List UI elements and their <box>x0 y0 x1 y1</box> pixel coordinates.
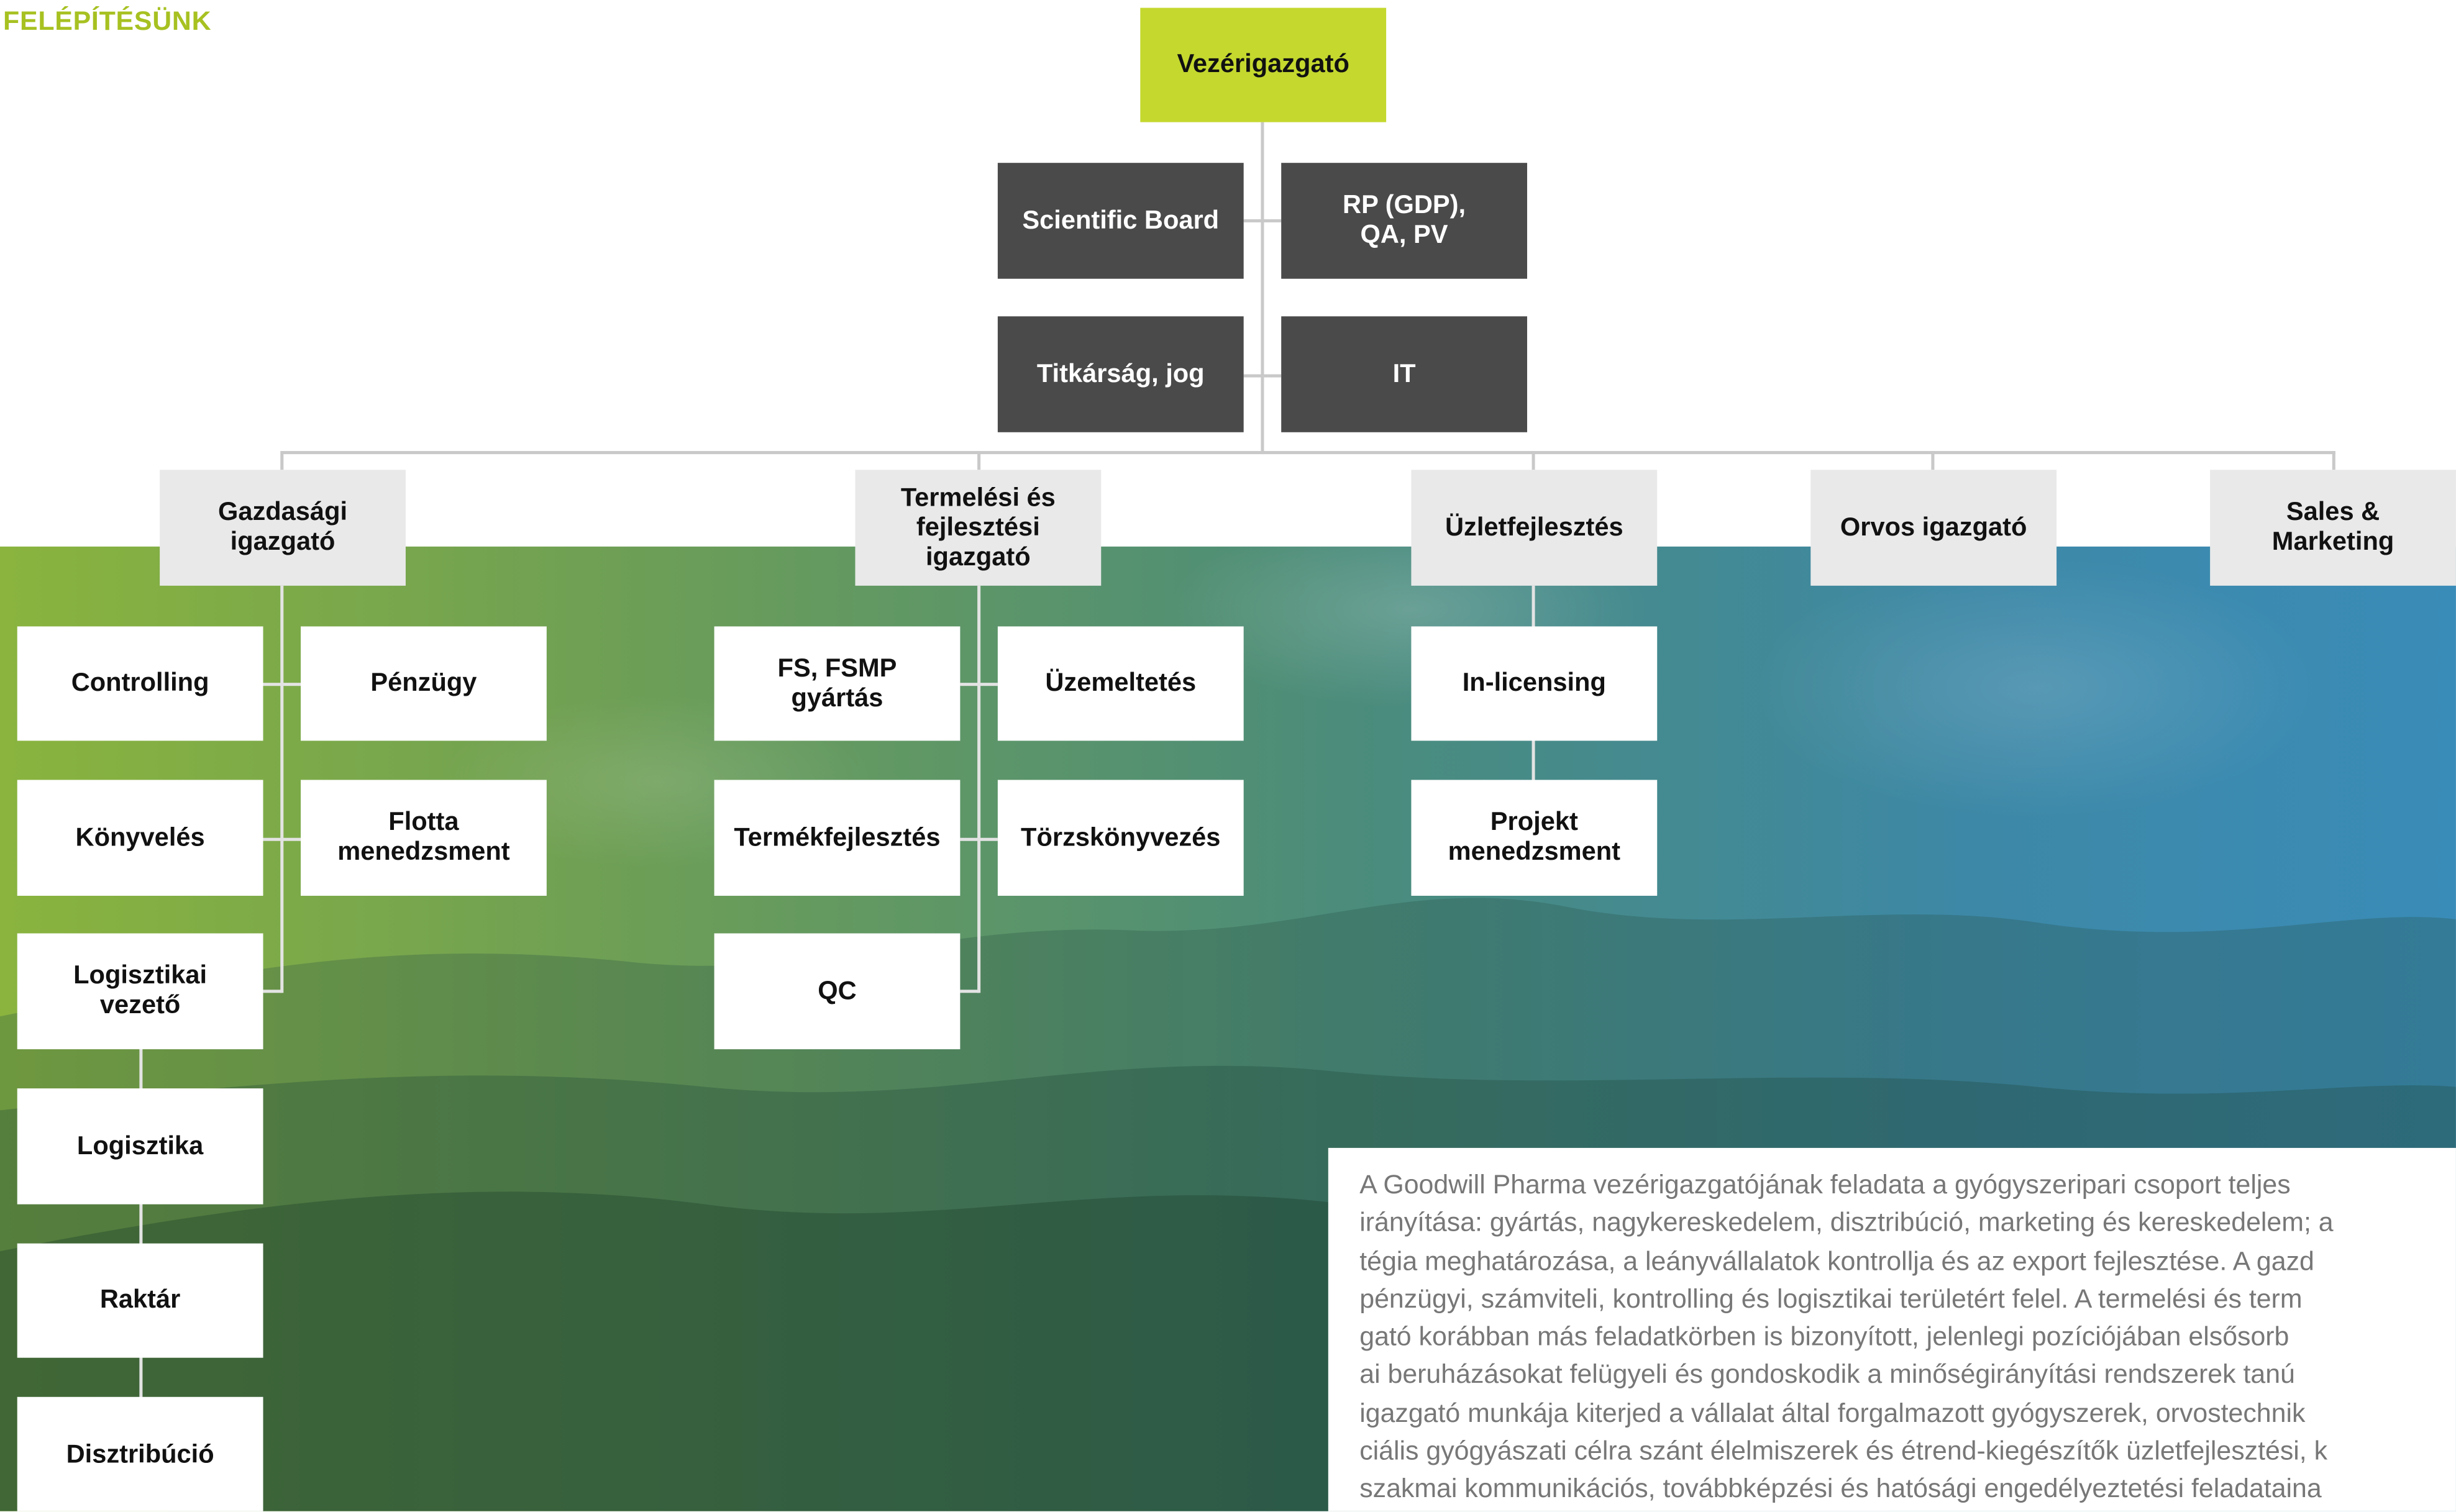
production-branch-2 <box>960 837 998 841</box>
logistics-box: Logisztika <box>17 1088 263 1205</box>
product-development-box: Termékfejlesztés <box>714 780 961 896</box>
business-development-box: Üzletfejlesztés <box>1411 470 1658 586</box>
finance-box: Pénzügy <box>301 626 547 741</box>
production-branch-3 <box>960 990 979 993</box>
section-title: FELÉPÍTÉSÜNK <box>3 6 212 36</box>
in-licensing-box: In-licensing <box>1411 626 1658 741</box>
it-box: IT <box>1281 316 1527 432</box>
rp-qa-pv-box: RP (GDP), QA, PV <box>1281 163 1527 279</box>
medical-director-box: Orvos igazgató <box>1810 470 2057 586</box>
production-director-box: Termelési és fejlesztési igazgató <box>855 470 1102 586</box>
ceo-trunk-line <box>1261 122 1264 455</box>
drop-economic <box>280 451 284 470</box>
fs-fsmp-production-box: FS, FSMP gyártás <box>714 626 961 741</box>
description-line: szakmai kommunikációs, továbbképzési és … <box>1359 1474 2322 1505</box>
operations-box: Üzemeltetés <box>997 626 1244 741</box>
staff-branch-line-1 <box>1243 219 1282 222</box>
logistics-chain-line <box>139 1047 143 1399</box>
qc-box: QC <box>714 933 961 1050</box>
drop-medical <box>1931 451 1935 470</box>
logistics-lead-box: Logisztikai vezető <box>17 933 263 1050</box>
registration-box: Törzskönyvezés <box>997 780 1244 896</box>
accounting-box: Könyvelés <box>17 780 263 896</box>
economic-branch-2 <box>263 837 301 841</box>
economic-trunk-line <box>280 585 284 993</box>
fleet-management-box: Flotta menedzsment <box>301 780 547 896</box>
description-panel: A Goodwill Pharma vezérigazgatójának fel… <box>1328 1147 2456 1511</box>
drop-business <box>1532 451 1535 470</box>
distribution-box: Disztribúció <box>17 1396 263 1511</box>
economic-director-box: Gazdasági igazgató <box>160 470 406 586</box>
description-line: pénzügyi, számviteli, kontrolling és log… <box>1359 1283 2303 1314</box>
production-trunk-line <box>977 585 981 993</box>
economic-branch-3 <box>263 990 282 993</box>
drop-production <box>977 451 981 470</box>
project-management-box: Projekt menedzsment <box>1411 780 1658 896</box>
description-line: irányítása: gyártás, nagykereskedelem, d… <box>1359 1208 2334 1238</box>
drop-sales <box>2332 451 2335 470</box>
directors-horizontal-line <box>281 451 2335 455</box>
description-line: ai beruházásokat felügyeli és gondoskodi… <box>1359 1360 2295 1390</box>
secretariat-legal-box: Titkárság, jog <box>997 316 1244 432</box>
warehouse-box: Raktár <box>17 1243 263 1358</box>
description-line: ciális gyógyászati célra szánt élelmisze… <box>1359 1436 2328 1466</box>
sales-marketing-box: Sales & Marketing <box>2210 470 2456 586</box>
scientific-board-box: Scientific Board <box>997 163 1244 279</box>
description-line: igazgató munkája kiterjed a vállalat ált… <box>1359 1398 2306 1428</box>
staff-branch-line-2 <box>1243 374 1282 378</box>
controlling-box: Controlling <box>17 626 263 741</box>
ceo-box: Vezérigazgató <box>1140 7 1387 122</box>
description-line: A Goodwill Pharma vezérigazgatójának fel… <box>1359 1170 2291 1200</box>
economic-branch-1 <box>263 683 301 686</box>
production-branch-1 <box>960 683 998 686</box>
description-line: tégia meghatározása, a leányvállalatok k… <box>1359 1246 2314 1276</box>
description-line: gató korábban más feladatkörben is bizon… <box>1359 1322 2289 1352</box>
description-text: A Goodwill Pharma vezérigazgatójának fel… <box>1359 1167 2456 1509</box>
